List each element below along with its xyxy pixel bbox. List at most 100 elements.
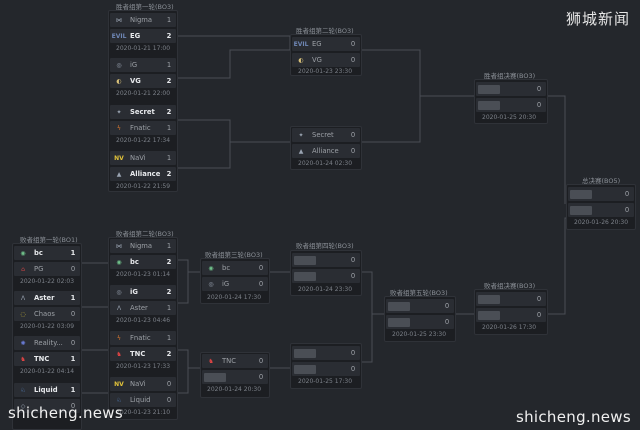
team-name: TNC [34, 355, 50, 363]
match-row-team[interactable]: ◌ Chaos 0 [14, 307, 80, 321]
match-row-team[interactable]: ◉ bc 1 [14, 246, 80, 260]
match-time: 2020-01-23 21:10 [116, 409, 171, 416]
team-name: Secret [130, 108, 155, 116]
match-row-team[interactable]: ◇ 0 [14, 399, 80, 413]
match-row-team[interactable]: ♘ Liquid 1 [14, 383, 80, 397]
team-name: Nigma [130, 242, 153, 250]
match-row-team[interactable]: ◐ VG 2 [110, 74, 176, 88]
tnc-logo-icon: ♞ [20, 355, 26, 363]
match-row-tbd[interactable]: 0 [292, 362, 360, 376]
team-score: 0 [350, 272, 356, 280]
match-row-team[interactable]: ⌂ PG 0 [14, 262, 80, 276]
team-score: 0 [258, 264, 264, 272]
match-time: 2020-01-22 21:59 [116, 183, 171, 190]
match-row-team[interactable]: NV NaVi 0 [110, 377, 176, 391]
match-row-tbd[interactable]: 0 [568, 203, 634, 217]
team-name: Fnatic [130, 124, 151, 132]
match-time: 2020-01-22 04:14 [20, 368, 75, 375]
match-row-tbd[interactable]: 0 [292, 346, 360, 360]
match-row-team[interactable]: EVIL EG 0 [292, 37, 360, 51]
team-name: bc [130, 258, 139, 266]
match-row-team[interactable]: ϟ Fnatic 1 [110, 121, 176, 135]
match-row-team[interactable]: ✦ Secret 0 [292, 128, 360, 142]
team-name: Fnatic [130, 334, 151, 342]
match-row-tbd[interactable]: 0 [292, 269, 360, 283]
team-score: 2 [166, 258, 172, 266]
nigma-logo-icon: ⋈ [116, 16, 122, 24]
match-row-tbd[interactable]: 0 [386, 315, 454, 329]
ig-logo-icon: ◎ [116, 61, 122, 69]
team-score: 2 [166, 350, 172, 358]
match-row-tbd[interactable]: 0 [292, 253, 360, 267]
team-score: 1 [166, 16, 172, 24]
upper-r2-title: 胜者组第二轮(BO3) [296, 27, 354, 35]
team-name: TNC [130, 350, 146, 358]
liquid-logo-icon: ♘ [116, 396, 122, 404]
match-row-team[interactable]: ▲ Alliance 2 [110, 167, 176, 181]
vg-logo-icon: ◐ [298, 56, 304, 64]
match-time: 2020-01-25 17:30 [298, 378, 353, 385]
team-name: Chaos [34, 310, 55, 318]
match-row-tbd[interactable]: 0 [386, 299, 454, 313]
match-time: 2020-01-22 03:09 [20, 323, 75, 330]
match-row-team[interactable]: ✦ Secret 2 [110, 105, 176, 119]
team-name: Aster [130, 304, 148, 312]
team-score: 0 [536, 101, 542, 109]
match-row-tbd[interactable]: 0 [476, 292, 546, 306]
match-row-team[interactable]: ◐ VG 0 [292, 53, 360, 67]
match-row-team[interactable]: Λ Aster 1 [14, 291, 80, 305]
match-row-team[interactable]: ▲ Alliance 0 [292, 144, 360, 158]
nigma-logo-icon: ⋈ [116, 242, 122, 250]
match-time: 2020-01-24 02:30 [298, 160, 353, 167]
team-name: VG [312, 56, 322, 64]
team-score: 1 [166, 242, 172, 250]
match-row-tbd[interactable]: 0 [202, 370, 268, 384]
team-name: bc [34, 249, 43, 257]
match-row-team[interactable]: ◎ iG 2 [110, 285, 176, 299]
vg-logo-icon: ◐ [116, 77, 122, 85]
ig-logo-icon: ◎ [208, 280, 214, 288]
team-score: 1 [70, 249, 76, 257]
team-score: 0 [624, 206, 630, 214]
team-score: 1 [70, 294, 76, 302]
match-row-team[interactable]: ♞ TNC 0 [202, 354, 268, 368]
tbd-team-icon [388, 317, 410, 327]
match-row-team[interactable]: ⋈ Nigma 1 [110, 13, 176, 27]
match-time: 2020-01-24 23:30 [298, 286, 353, 293]
match-row-tbd[interactable]: 0 [476, 98, 546, 112]
match-row-tbd[interactable]: 0 [568, 187, 634, 201]
team-name: iG [130, 61, 138, 69]
match-row-team[interactable]: EVIL EG 2 [110, 29, 176, 43]
team-score: 0 [444, 318, 450, 326]
team-score: 0 [536, 311, 542, 319]
match-row-tbd[interactable]: 0 [476, 82, 546, 96]
team-score: 0 [258, 280, 264, 288]
match-row-team[interactable]: Λ Aster 1 [110, 301, 176, 315]
lower-final-title: 败者组决赛(BO3) [484, 282, 536, 290]
team-name: EG [312, 40, 322, 48]
match-row-team[interactable]: ◎ iG 0 [202, 277, 268, 291]
match-row-team[interactable]: NV NaVi 1 [110, 151, 176, 165]
team-score: 0 [70, 265, 76, 273]
match-row-team[interactable]: ⋈ Nigma 1 [110, 239, 176, 253]
match-row-tbd[interactable]: 0 [476, 308, 546, 322]
lower-r4-title: 败者组第四轮(BO3) [296, 242, 354, 250]
match-row-team[interactable]: ♞ TNC 1 [14, 352, 80, 366]
secret-logo-icon: ✦ [298, 131, 304, 139]
match-row-team[interactable]: ♞ TNC 2 [110, 347, 176, 361]
match-row-team[interactable]: ✺ Reality... 0 [14, 336, 80, 350]
match-row-team[interactable]: ◉ bc 2 [110, 255, 176, 269]
alliance-logo-icon: ▲ [116, 170, 122, 178]
match-time: 2020-01-21 22:00 [116, 90, 171, 97]
match-time: 2020-01-21 17:00 [116, 45, 171, 52]
team-score: 0 [350, 147, 356, 155]
navi-logo-icon: NV [114, 154, 124, 162]
match-row-team[interactable]: ◉ bc 0 [202, 261, 268, 275]
team-name: Alliance [312, 147, 339, 155]
match-row-team[interactable]: ♘ Liquid 0 [110, 393, 176, 407]
match-row-team[interactable]: ◎ iG 1 [110, 58, 176, 72]
match-row-team[interactable]: ϟ Fnatic 1 [110, 331, 176, 345]
team-score: 0 [258, 357, 264, 365]
